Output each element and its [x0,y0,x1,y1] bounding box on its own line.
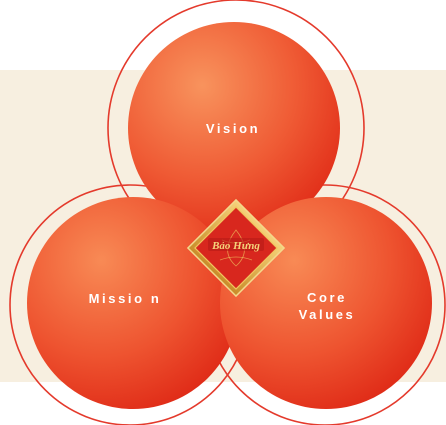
logo-text: Bảo Hưng [211,240,260,252]
core-values-label: Core Values [272,289,382,323]
core-values-label-line-2: Values [298,307,356,322]
bao-hung-logo: Bảo Hưng [186,198,286,298]
vision-label: Vision [205,121,261,136]
core-values-label-line-1: Core [306,290,348,305]
mission-circle [27,197,239,409]
mission-label: Missio n [88,291,162,306]
vision-circle [128,22,340,234]
